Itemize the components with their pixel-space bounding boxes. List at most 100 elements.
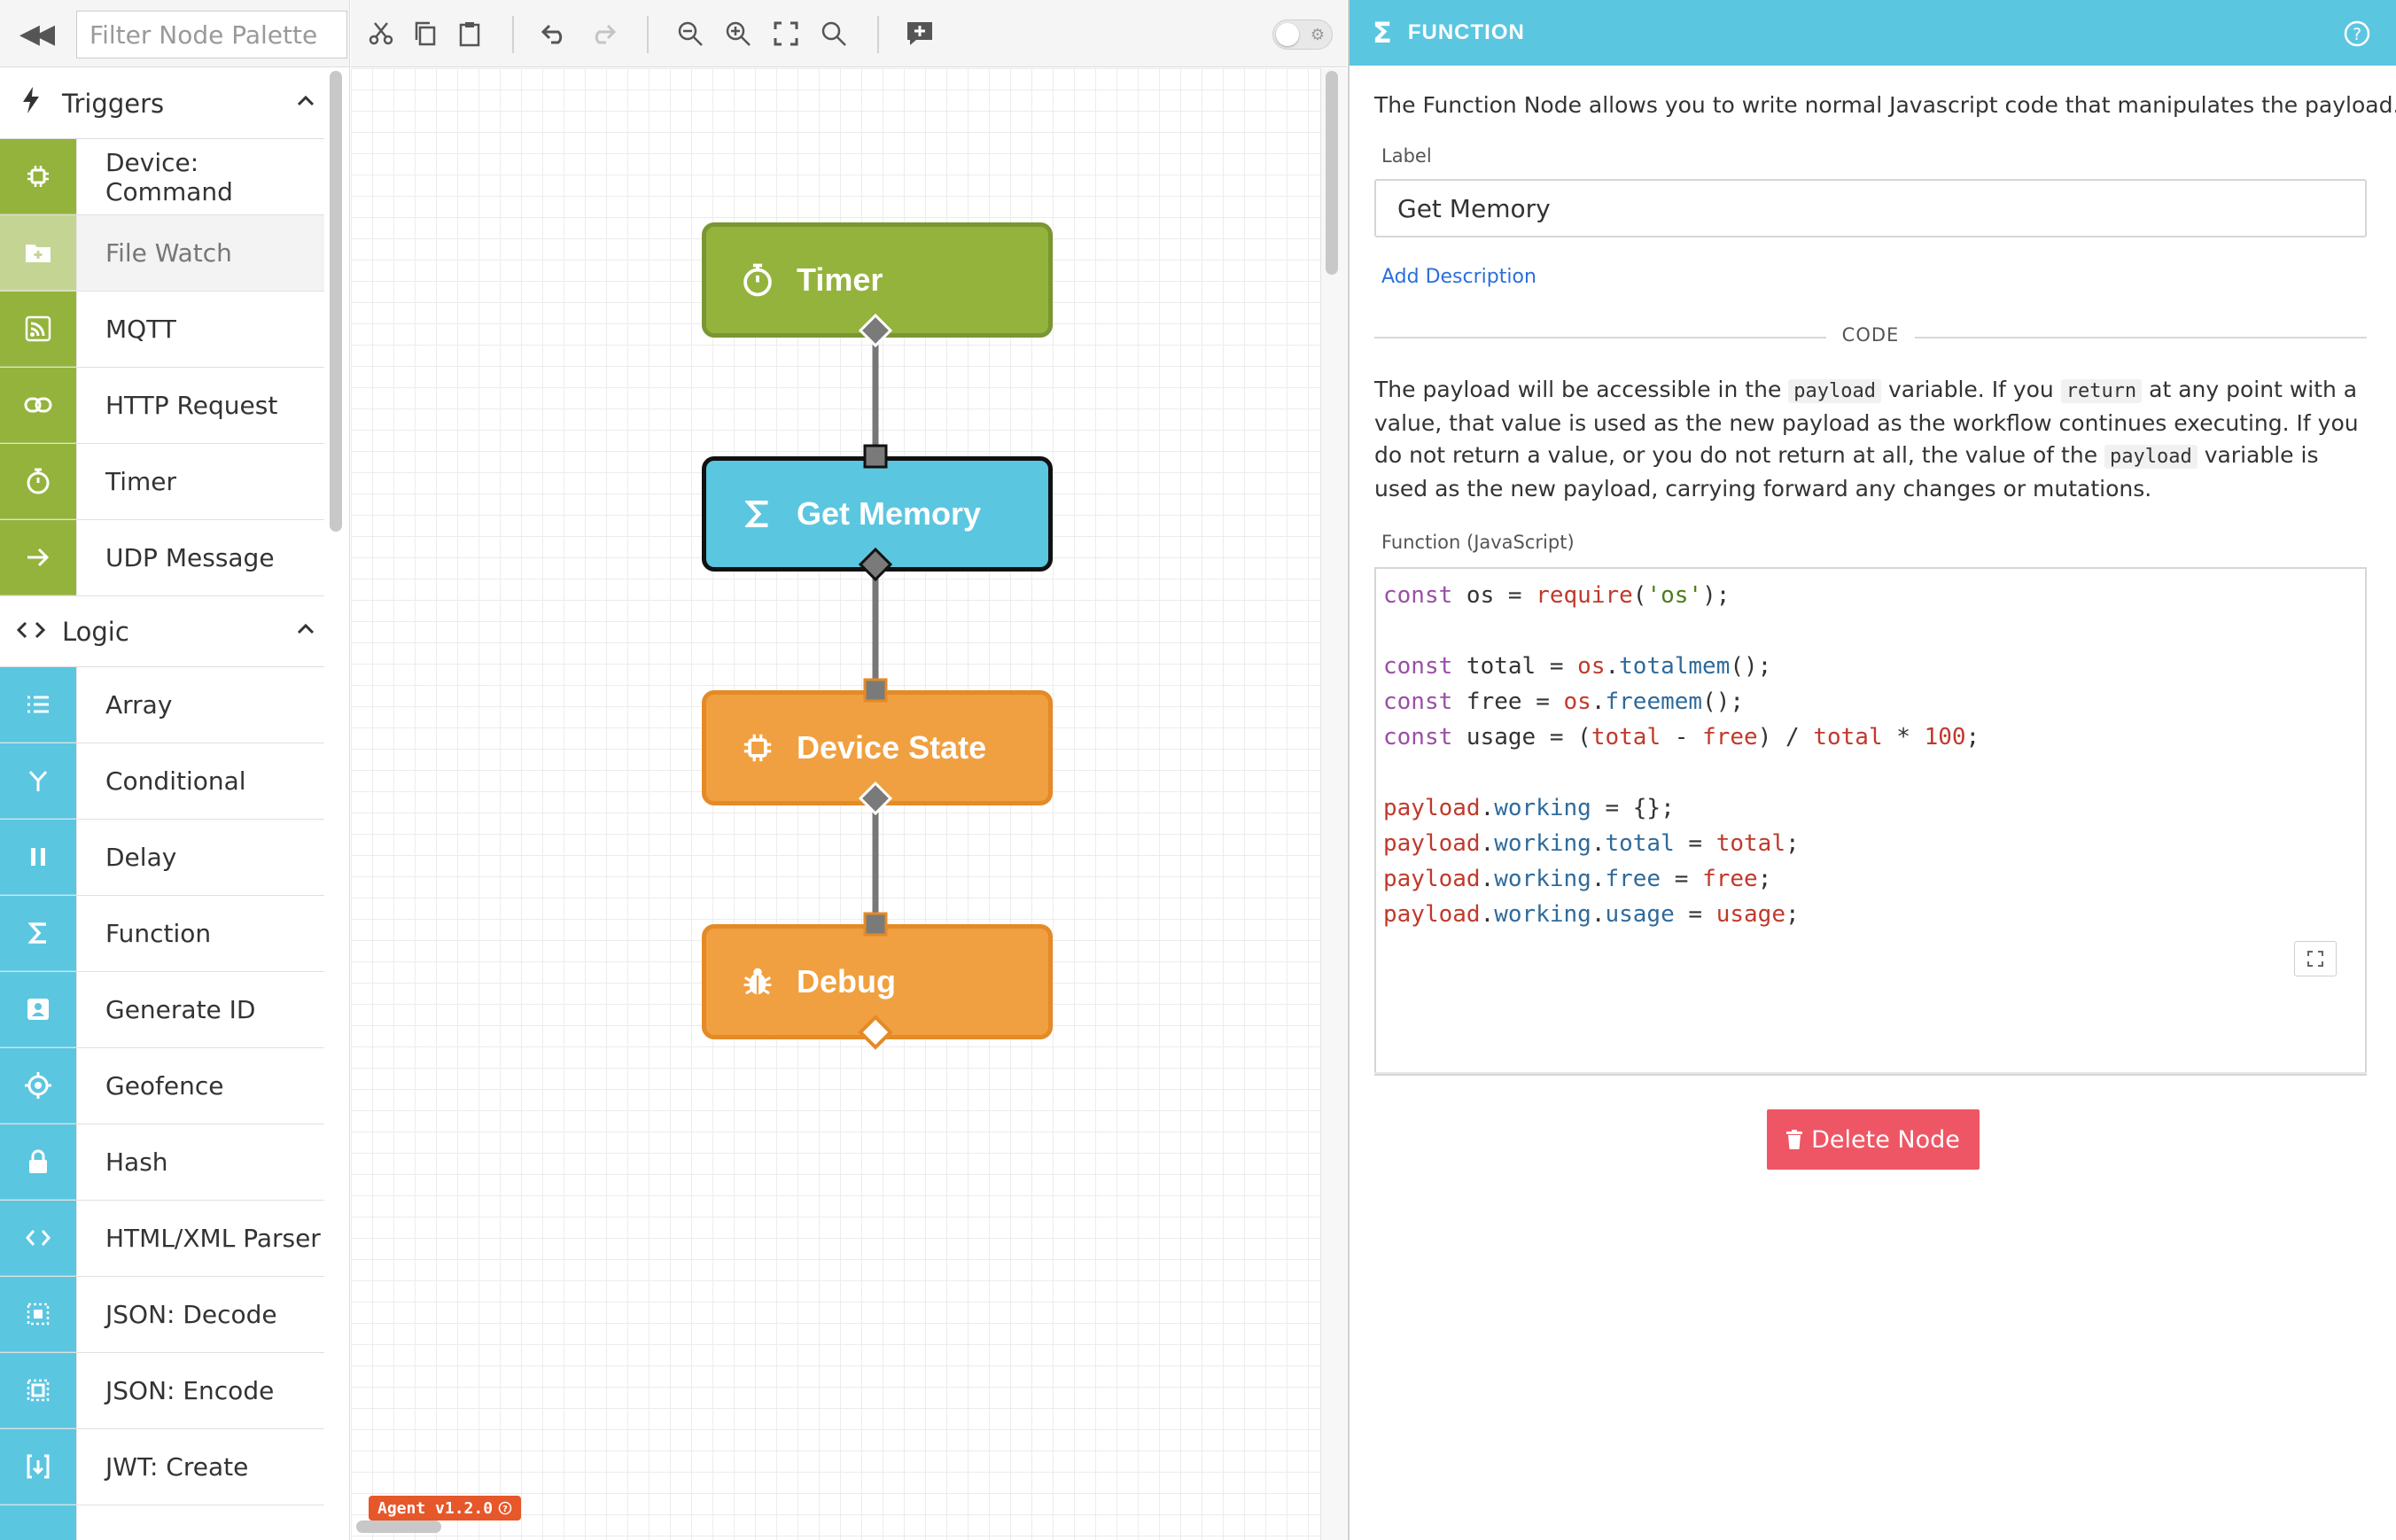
panel-divider <box>1374 1072 2367 1074</box>
category-triggers[interactable]: Triggers <box>0 68 324 139</box>
zoom-in-button[interactable] <box>720 16 756 51</box>
palette-item-function[interactable]: Function <box>0 896 324 972</box>
code-token: payload <box>1788 379 1881 403</box>
undo-icon <box>541 24 563 44</box>
expand-icon <box>774 21 798 46</box>
workflow-node-timer[interactable]: Timer <box>702 222 1053 338</box>
comment-plus-icon <box>907 22 932 45</box>
palette-item-label: Function <box>76 896 324 971</box>
palette-item-label: HTTP Request <box>76 368 324 443</box>
node-label: Timer <box>797 261 883 298</box>
code-help-text: The payload will be accessible in the pa… <box>1374 377 2359 502</box>
workflow-node-debug[interactable]: Debug <box>702 924 1053 1039</box>
partial-icon <box>0 1505 76 1540</box>
add-comment-button[interactable] <box>902 16 937 51</box>
workflow-canvas[interactable]: Timer Get Memory Device State Debug <box>351 68 1320 1540</box>
category-logic[interactable]: Logic <box>0 596 324 667</box>
copy-icon <box>415 21 436 46</box>
agent-version-badge[interactable]: Agent v1.2.0 ? <box>369 1496 522 1521</box>
palette-item-file-watch[interactable]: File Watch <box>0 215 324 292</box>
cut-button[interactable] <box>363 16 399 51</box>
fullscreen-editor-button[interactable] <box>2294 941 2337 976</box>
connector-layer <box>872 336 879 924</box>
stopwatch-icon <box>0 444 76 519</box>
chevron-up-icon <box>297 95 315 106</box>
palette-item-jwt-create[interactable]: JWT: Create <box>0 1429 324 1505</box>
canvas-vertical-scrollbar[interactable] <box>1326 71 1338 275</box>
palette-item-device-command[interactable]: Device: Command <box>0 139 324 215</box>
palette-item-timer[interactable]: Timer <box>0 444 324 520</box>
gear-icon: ⚙ <box>1310 26 1325 44</box>
link-icon <box>0 368 76 443</box>
palette-item-html-xml-parser[interactable]: HTML/XML Parser <box>0 1201 324 1277</box>
palette-item-label: JSON: Decode <box>76 1277 324 1352</box>
agent-version-text: Agent v1.2.0 <box>377 1498 494 1518</box>
fit-to-screen-button[interactable] <box>768 16 804 51</box>
code-token: payload <box>2104 445 2198 469</box>
sigma-icon <box>738 494 777 533</box>
palette-item-label: HTML/XML Parser <box>76 1201 324 1276</box>
search-icon <box>821 21 846 46</box>
delete-node-button[interactable]: Delete Node <box>1767 1109 1980 1170</box>
help-icon[interactable]: ? <box>2343 19 2371 48</box>
palette-item-json-decode[interactable]: JSON: Decode <box>0 1277 324 1353</box>
palette-item-conditional[interactable]: Conditional <box>0 743 324 820</box>
code-icon <box>0 1201 76 1276</box>
palette-item-label: Timer <box>76 444 324 519</box>
json-decode-icon <box>0 1277 76 1352</box>
double-chevron-left-icon: ◀◀ <box>19 18 55 50</box>
add-description-link[interactable]: Add Description <box>1381 266 1536 288</box>
palette-item-geofence[interactable]: Geofence <box>0 1048 324 1124</box>
sigma-icon: Σ <box>1373 16 1392 50</box>
undo-button[interactable] <box>537 16 572 51</box>
redo-icon <box>595 24 617 44</box>
trash-icon <box>1786 1130 1803 1149</box>
chevron-up-icon <box>297 623 315 634</box>
delete-node-label: Delete Node <box>1811 1125 1960 1154</box>
redo-button[interactable] <box>585 16 620 51</box>
pause-icon <box>0 820 76 895</box>
code-editor[interactable]: const os = require('os'); const total = … <box>1374 567 2367 1076</box>
canvas-horizontal-scrollbar[interactable] <box>356 1521 441 1533</box>
collapse-palette-button[interactable]: ◀◀ <box>0 0 69 67</box>
copy-button[interactable] <box>408 16 443 51</box>
workflow-node-get-memory[interactable]: Get Memory <box>702 456 1053 572</box>
palette-item-udp-message[interactable]: UDP Message <box>0 520 324 596</box>
palette-item-mqtt[interactable]: MQTT <box>0 292 324 368</box>
paste-button[interactable] <box>452 16 487 51</box>
json-encode-icon <box>0 1353 76 1428</box>
list-icon <box>0 667 76 743</box>
palette-scrollbar[interactable] <box>330 71 342 532</box>
panel-title: FUNCTION <box>1407 20 1525 44</box>
expand-icon <box>2307 951 2323 967</box>
zoom-out-button[interactable] <box>673 16 708 51</box>
palette-item-array[interactable]: Array <box>0 667 324 743</box>
palette-item-next[interactable] <box>0 1505 324 1540</box>
palette-item-label: MQTT <box>76 292 324 367</box>
filter-node-palette-input[interactable] <box>76 11 347 58</box>
label-caption: Label <box>1381 145 1432 167</box>
palette-item-http-request[interactable]: HTTP Request <box>0 368 324 444</box>
palette-item-label: JWT: Create <box>76 1429 324 1505</box>
label-input[interactable] <box>1374 179 2367 237</box>
bolt-icon <box>0 86 62 121</box>
palette-item-delay[interactable]: Delay <box>0 820 324 896</box>
palette-item-hash[interactable]: Hash <box>0 1124 324 1201</box>
node-label: Device State <box>797 729 987 766</box>
help-icon: ? <box>498 1501 512 1515</box>
node-label: Debug <box>797 963 896 999</box>
palette-item-label: JSON: Encode <box>76 1353 324 1428</box>
palette-item-json-encode[interactable]: JSON: Encode <box>0 1353 324 1429</box>
zoom-in-icon <box>726 21 751 46</box>
canvas-toolbar: ⚙ <box>351 0 1347 67</box>
node-properties-panel: Σ FUNCTION ? The Function Node allows yo… <box>1348 0 2396 1540</box>
debug-toggle[interactable]: ⚙ <box>1272 19 1333 50</box>
palette-item-label: Generate ID <box>76 972 324 1047</box>
code-content[interactable]: const os = require('os'); const total = … <box>1383 582 1980 928</box>
zoom-reset-button[interactable] <box>816 16 852 51</box>
zoom-out-icon <box>678 21 703 46</box>
workflow-node-device-state[interactable]: Device State <box>702 690 1053 805</box>
palette-item-generate-id[interactable]: Generate ID <box>0 972 324 1048</box>
rss-icon <box>0 292 76 367</box>
